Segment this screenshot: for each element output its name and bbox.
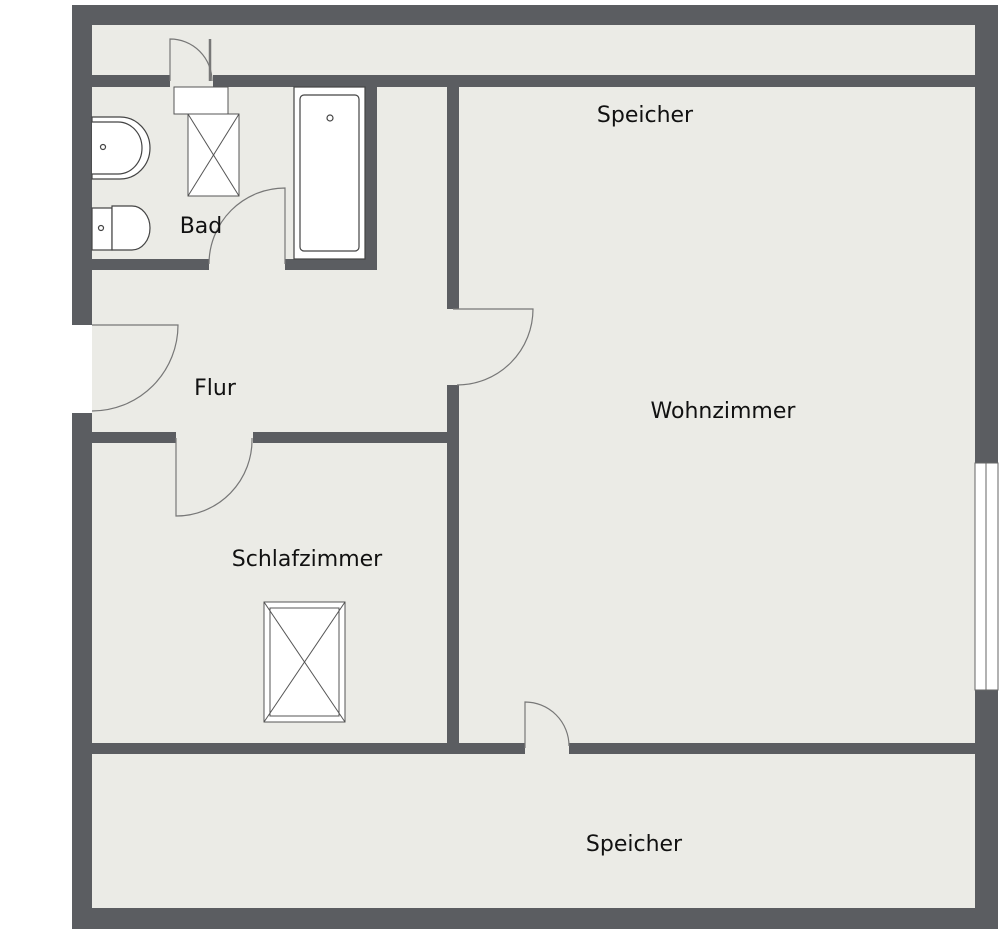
window-icon: [974, 462, 999, 691]
room-label-bad: Bad: [180, 214, 223, 239]
toilet-icon: [91, 205, 151, 251]
door-swing-icon: [91, 324, 179, 412]
skylight-icon: [263, 601, 346, 723]
interior-walls: [92, 75, 975, 754]
bathtub-icon: [293, 86, 366, 260]
room-label-wohnzimmer: Wohnzimmer: [651, 399, 797, 424]
door-swing-icon: [175, 437, 253, 517]
room-label-schlafzimmer: Schlafzimmer: [232, 547, 383, 572]
exterior-walls: [72, 5, 998, 929]
door-swing-icon: [208, 187, 286, 265]
door-swing-icon: [524, 701, 570, 748]
door-swing-icon: [453, 308, 534, 386]
skylight-icon: [173, 86, 240, 197]
room-label-flur: Flur: [194, 376, 237, 401]
room-label-speicher-top: Speicher: [597, 103, 694, 128]
sink-icon: [91, 116, 151, 180]
entrance-opening: [72, 325, 92, 413]
room-label-speicher-bottom: Speicher: [586, 832, 683, 857]
